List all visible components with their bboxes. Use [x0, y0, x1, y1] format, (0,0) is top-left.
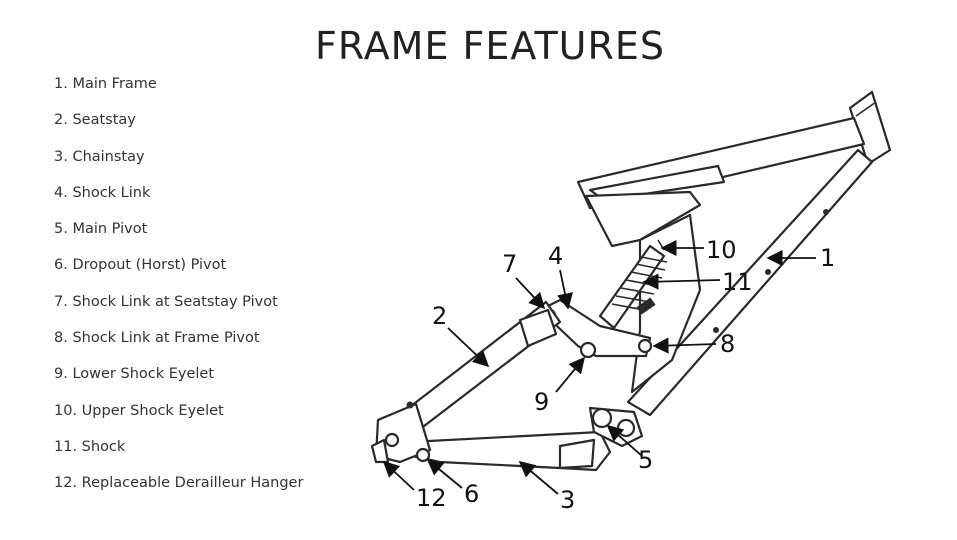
main-frame-down-tube: [626, 148, 874, 417]
callout-1: 1: [820, 244, 835, 272]
legend-item-shock: 11. Shock: [54, 438, 126, 455]
legend-item-upper-shock-eyelet: 10. Upper Shock Eyelet: [54, 402, 224, 419]
feature-legend: 1. Main Frame 2. Seatstay 3. Chainstay 4…: [54, 74, 303, 510]
callout-9: 9: [534, 388, 549, 416]
legend-item-chainstay: 3. Chainstay: [54, 148, 145, 165]
leader-8: [652, 337, 717, 354]
callout-leaders: [382, 239, 816, 495]
callout-6: 6: [464, 480, 479, 508]
callout-10: 10: [706, 236, 737, 264]
callout-5: 5: [638, 446, 653, 474]
leader-6: [426, 458, 463, 489]
leader-4: [557, 269, 573, 310]
legend-item-seatstay: 2. Seatstay: [54, 112, 136, 129]
callout-12: 12: [416, 484, 447, 512]
page-title: FRAME FEATURES: [314, 24, 666, 68]
callout-3: 3: [560, 486, 575, 514]
dropout: [370, 401, 432, 464]
legend-item-lower-shock-eyelet: 9. Lower Shock Eyelet: [54, 366, 215, 383]
chainstay: [408, 430, 612, 472]
legend-item-dropout-pivot: 6. Dropout (Horst) Pivot: [54, 257, 227, 274]
leader-12: [382, 460, 415, 491]
leader-11: [642, 273, 721, 290]
legend-item-link-seatstay-pivot: 7. Shock Link at Seatstay Pivot: [54, 293, 278, 310]
leader-7: [515, 277, 546, 310]
leader-9: [555, 356, 586, 393]
leader-2: [447, 327, 490, 368]
callout-7: 7: [502, 250, 517, 278]
callout-8: 8: [720, 330, 735, 358]
callout-4: 4: [548, 242, 563, 270]
legend-item-link-frame-pivot: 8. Shock Link at Frame Pivot: [54, 330, 260, 347]
legend-item-shock-link: 4. Shock Link: [54, 184, 151, 201]
leader-5: [606, 424, 643, 457]
legend-item-main-frame: 1. Main Frame: [54, 76, 157, 92]
legend-item-main-pivot: 5. Main Pivot: [54, 221, 148, 238]
leader-3: [518, 460, 559, 495]
callout-2: 2: [432, 302, 447, 330]
legend-item-derailleur-hanger: 12. Replaceable Derailleur Hanger: [54, 475, 304, 492]
callout-11: 11: [722, 268, 753, 296]
